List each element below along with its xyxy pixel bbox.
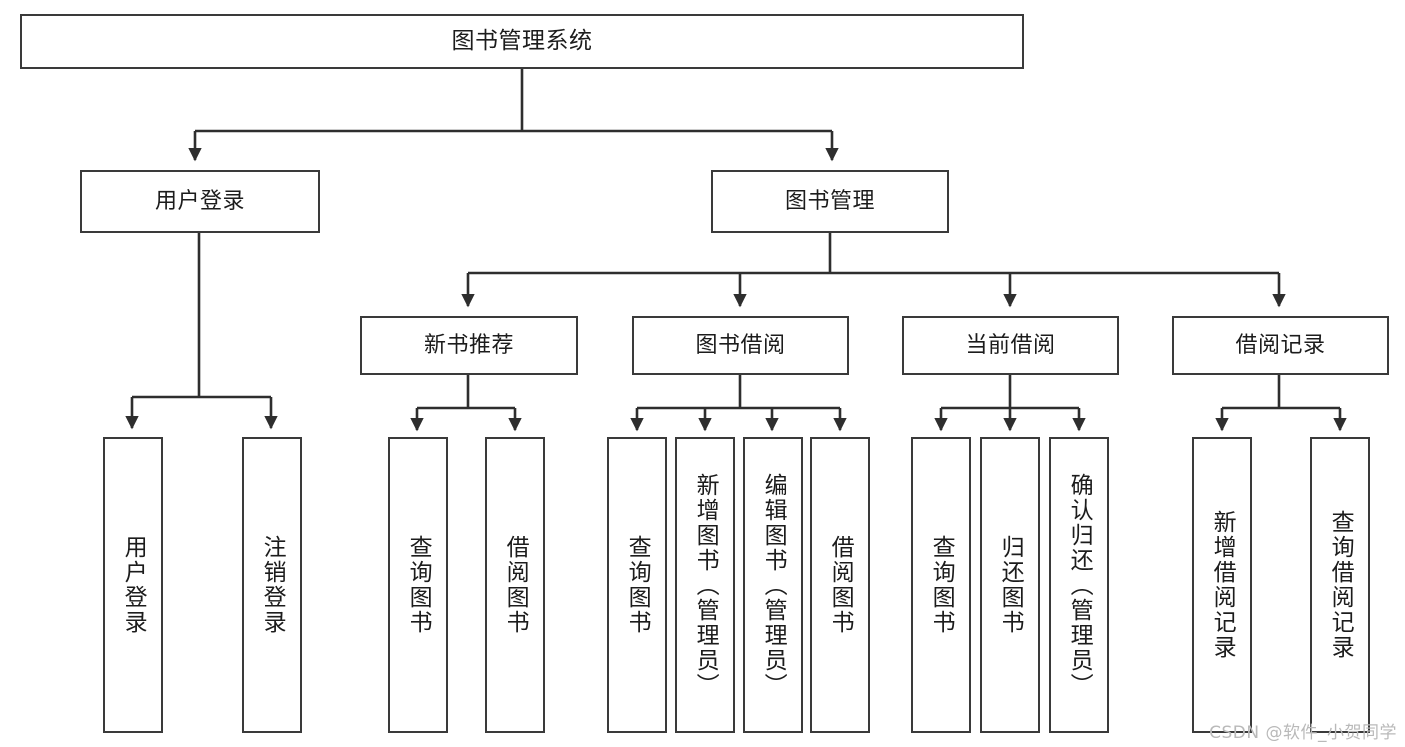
node-book-management[interactable]: 图书管理 <box>711 170 949 233</box>
node-label: 图书管理系统 <box>451 28 593 55</box>
node-book-borrow[interactable]: 图书借阅 <box>632 316 849 375</box>
watermark: CSDN @软件_小贺同学 <box>1209 723 1397 743</box>
leaf-user-logout[interactable]: 注销登录 <box>242 437 302 733</box>
node-label: 图书管理 <box>784 188 875 214</box>
leaf-label: 查询图书 <box>405 535 432 635</box>
leaf-label: 新增借阅记录 <box>1209 510 1236 660</box>
leaf-label: 注销登录 <box>259 535 286 635</box>
node-current-borrow[interactable]: 当前借阅 <box>902 316 1119 375</box>
node-borrow-record[interactable]: 借阅记录 <box>1172 316 1389 375</box>
leaf-confirm-return-admin[interactable]: 确认归还（管理员） <box>1049 437 1109 733</box>
leaf-label: 借阅图书 <box>827 535 854 635</box>
leaf-add-book-admin[interactable]: 新增图书（管理员） <box>675 437 735 733</box>
node-label: 借阅记录 <box>1235 332 1326 358</box>
leaf-label: 查询借阅记录 <box>1327 510 1354 660</box>
node-root-system[interactable]: 图书管理系统 <box>20 14 1024 69</box>
node-label: 用户登录 <box>154 188 245 214</box>
leaf-borrow-book[interactable]: 借阅图书 <box>810 437 870 733</box>
leaf-edit-book-admin[interactable]: 编辑图书（管理员） <box>743 437 803 733</box>
leaf-label: 确认归还（管理员） <box>1066 472 1093 698</box>
leaf-label: 新增图书（管理员） <box>692 472 719 698</box>
node-label: 图书借阅 <box>695 332 786 358</box>
leaf-query-book-recommend[interactable]: 查询图书 <box>388 437 448 733</box>
leaf-query-borrow-record[interactable]: 查询借阅记录 <box>1310 437 1370 733</box>
leaf-label: 借阅图书 <box>502 535 529 635</box>
leaf-return-book[interactable]: 归还图书 <box>980 437 1040 733</box>
leaf-label: 查询图书 <box>624 535 651 635</box>
leaf-label: 归还图书 <box>997 535 1024 635</box>
leaf-query-book-borrow[interactable]: 查询图书 <box>607 437 667 733</box>
node-label: 当前借阅 <box>965 332 1056 358</box>
leaf-borrow-book-recommend[interactable]: 借阅图书 <box>485 437 545 733</box>
node-user-login[interactable]: 用户登录 <box>80 170 320 233</box>
node-new-book-recommend[interactable]: 新书推荐 <box>360 316 578 375</box>
leaf-query-book-current[interactable]: 查询图书 <box>911 437 971 733</box>
leaf-label: 查询图书 <box>928 535 955 635</box>
leaf-user-login[interactable]: 用户登录 <box>103 437 163 733</box>
leaf-label: 用户登录 <box>120 535 147 635</box>
leaf-add-borrow-record[interactable]: 新增借阅记录 <box>1192 437 1252 733</box>
node-label: 新书推荐 <box>423 332 514 358</box>
leaf-label: 编辑图书（管理员） <box>760 472 787 698</box>
